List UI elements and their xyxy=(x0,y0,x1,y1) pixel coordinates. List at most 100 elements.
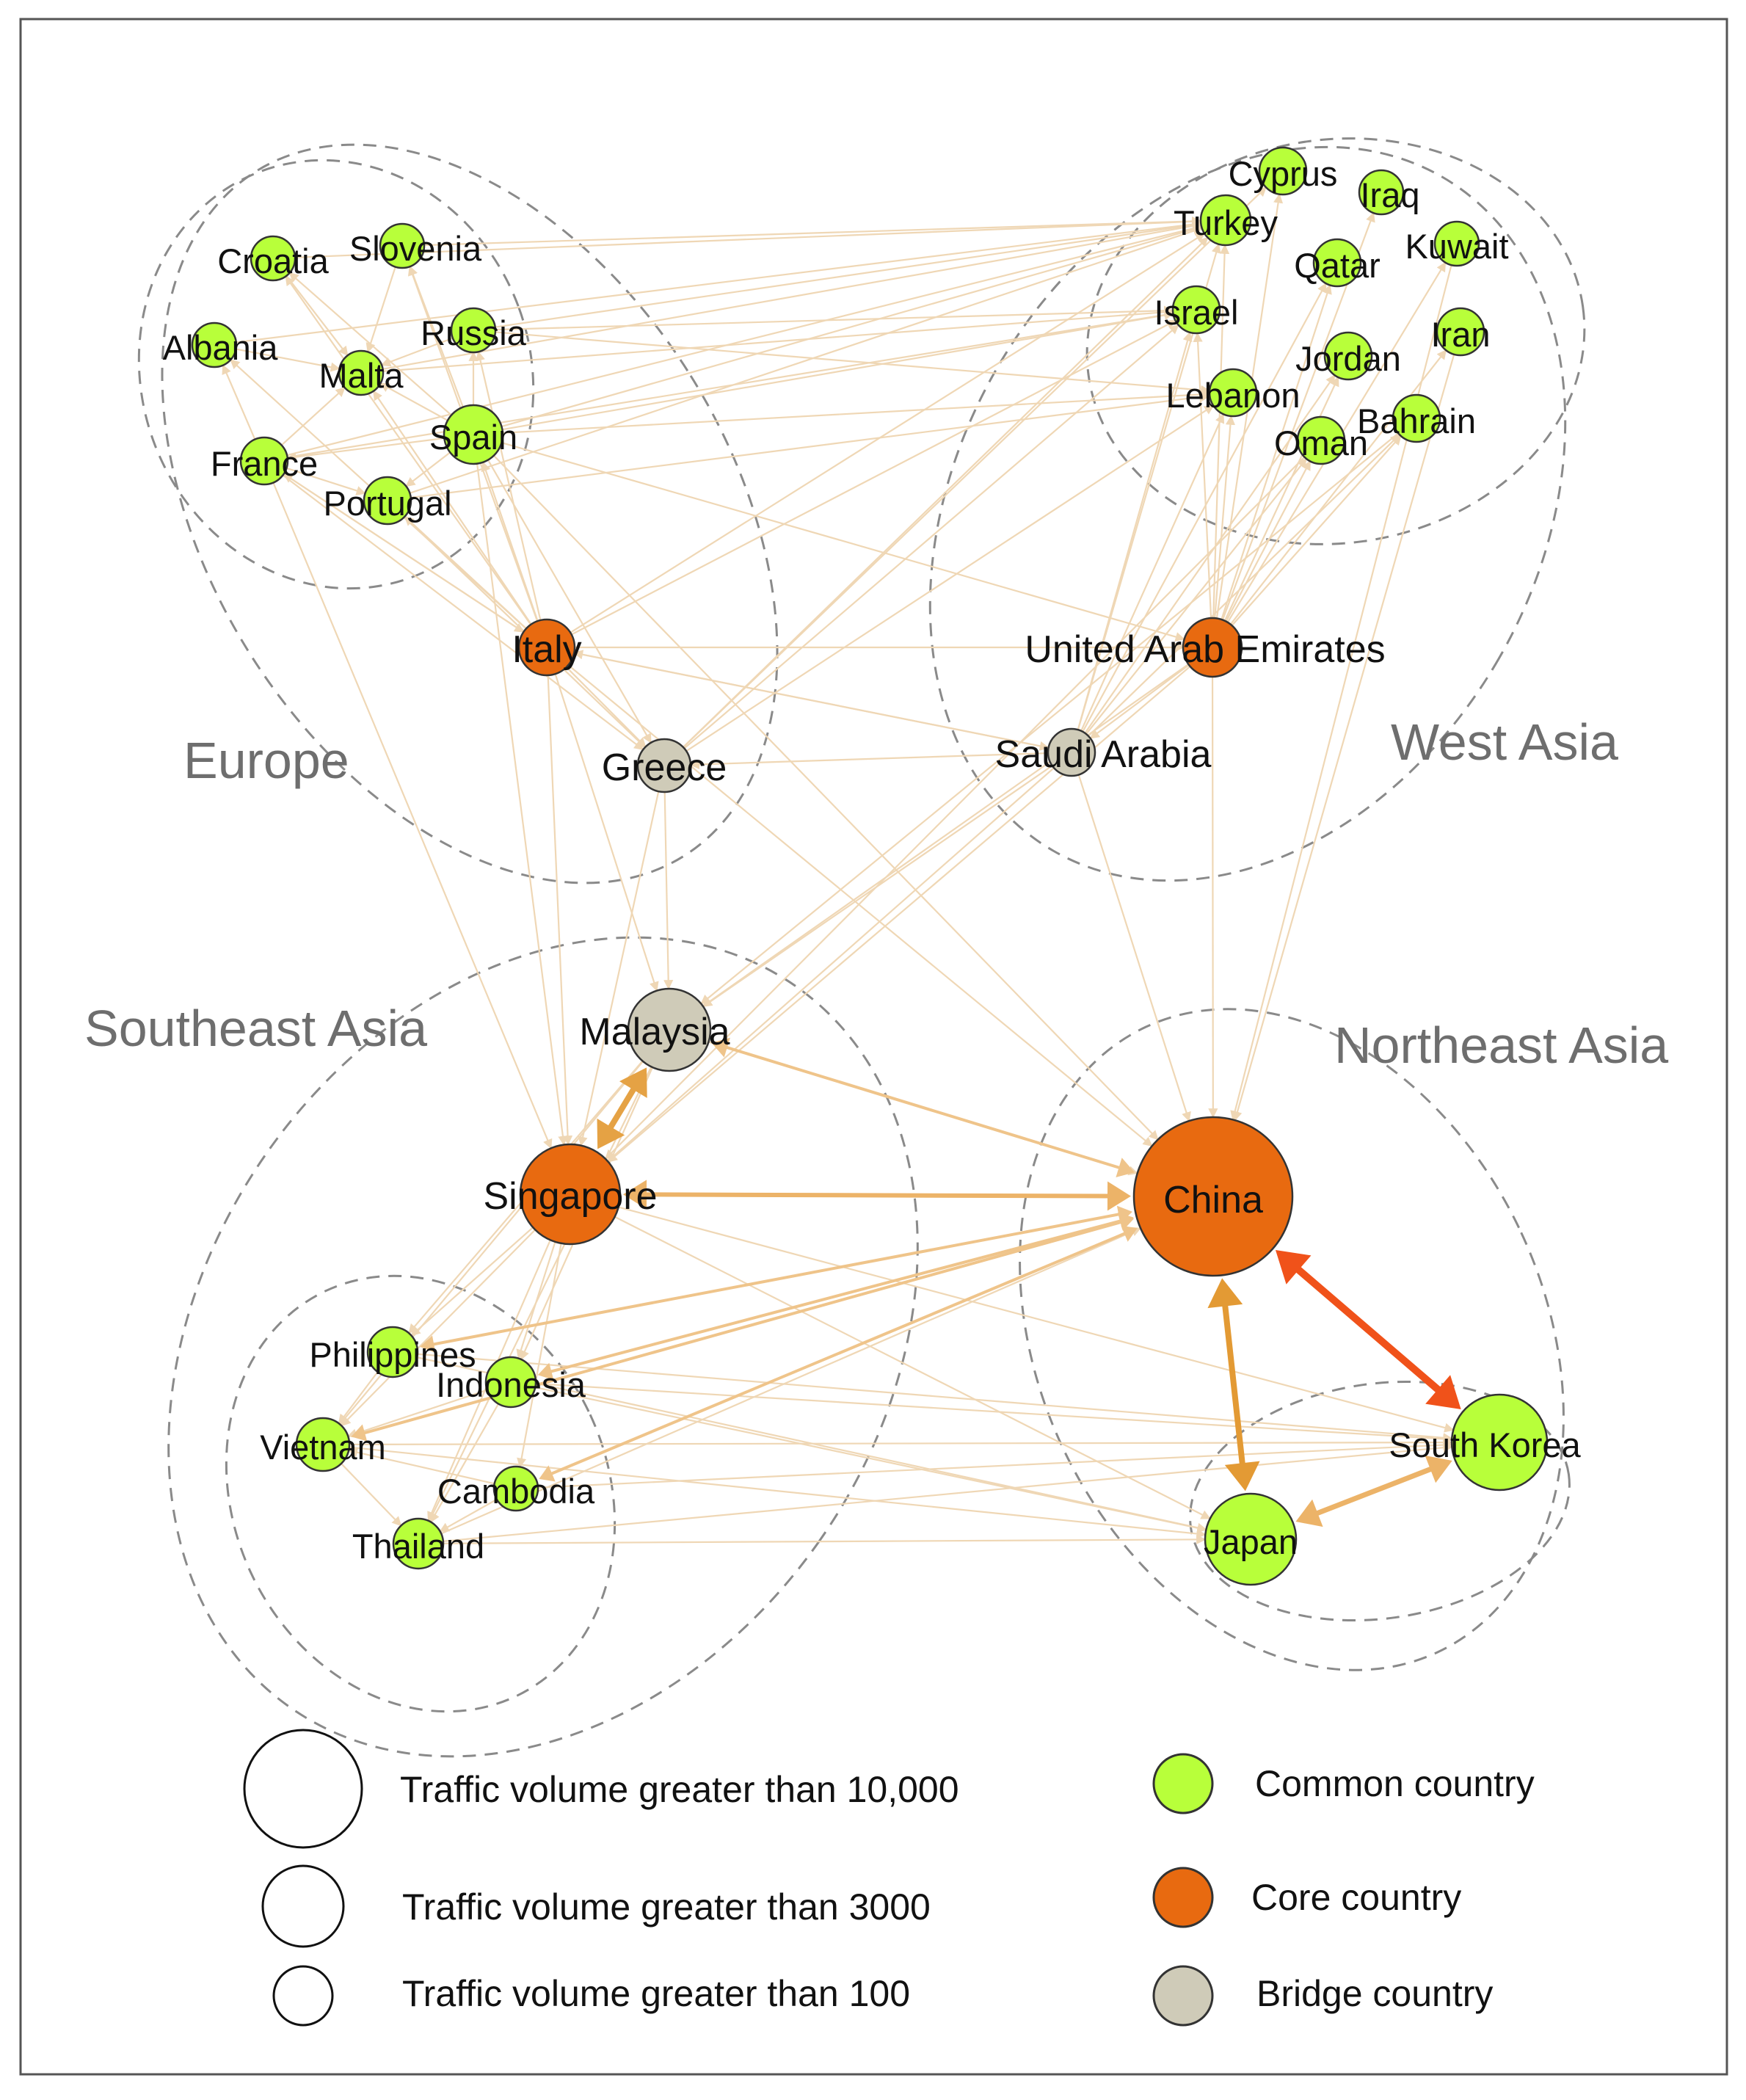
link-italy-singapore xyxy=(547,675,573,1146)
node-spain: Spain xyxy=(429,404,517,465)
node-circle-albania xyxy=(191,321,238,368)
legend-size-large-circle xyxy=(243,1729,363,1849)
node-label-israel: Israel xyxy=(1154,293,1239,332)
link-bahrain-malaysia xyxy=(700,432,1399,1005)
node-thailand: Thailand xyxy=(352,1517,484,1570)
node-label-slovenia: Slovenia xyxy=(349,229,482,268)
node-circle-cambodia xyxy=(492,1465,539,1512)
node-label-russia: Russia xyxy=(421,313,527,352)
node-circle-lebanon xyxy=(1208,368,1258,418)
arrowhead-singapore xyxy=(622,1180,647,1210)
link-indonesia-vietnam xyxy=(346,1389,488,1439)
link-croatia-malta xyxy=(285,275,349,357)
link-russia-malta xyxy=(380,337,454,367)
arrowhead-singapore xyxy=(597,1118,625,1149)
link-france-greece xyxy=(282,474,644,751)
link-albania-turkey xyxy=(236,219,1202,344)
node-circle-japan xyxy=(1204,1492,1298,1586)
link-thailand-china xyxy=(440,1227,1142,1535)
node-label-china: China xyxy=(1163,1179,1263,1221)
major-link-malaysia-china xyxy=(711,1037,1135,1178)
node-lebanon: Lebanon xyxy=(1166,368,1301,418)
node-label-lebanon: Lebanon xyxy=(1166,376,1301,415)
legend-size-small-label: Traffic volume greater than 100 xyxy=(402,1973,910,2014)
link-malta-israel xyxy=(382,307,1174,372)
node-label-spain: Spain xyxy=(429,418,517,457)
link-russia-lebanon xyxy=(495,331,1211,395)
node-portugal: Portugal xyxy=(323,476,452,526)
node-circle-singapore xyxy=(519,1143,622,1246)
arrowhead-malaysia xyxy=(619,1067,647,1098)
major-link-line xyxy=(432,1213,1121,1346)
node-malaysia: Malaysia xyxy=(579,987,730,1072)
node-circle-cyprus xyxy=(1258,146,1308,196)
link-cambodia-thailand xyxy=(439,1498,498,1533)
node-china: China xyxy=(1132,1116,1294,1277)
region-label-europe: Europe xyxy=(183,732,349,789)
node-circle-slovenia xyxy=(379,222,426,269)
major-link-layer xyxy=(351,1037,1461,1527)
node-label-portugal: Portugal xyxy=(323,484,451,523)
arrowhead-japan xyxy=(1295,1499,1323,1527)
link-singapore-cambodia xyxy=(517,1243,562,1468)
link-cambodia-southkorea xyxy=(537,1440,1453,1489)
node-label-albania: Albania xyxy=(163,328,279,367)
node-label-vietnam: Vietnam xyxy=(260,1428,386,1467)
major-link-china-southkorea xyxy=(1275,1249,1461,1410)
link-spain-china xyxy=(493,454,1159,1141)
arrowhead-vietnam xyxy=(351,1424,368,1442)
region-label-southeast-asia: Southeast Asia xyxy=(84,1000,427,1057)
link-spain-portugal xyxy=(405,451,451,487)
node-circle-portugal xyxy=(363,476,412,526)
legend-size-small-circle xyxy=(272,1965,334,2027)
link-slovenia-malta xyxy=(365,266,396,353)
arrowhead-china xyxy=(1116,1158,1135,1178)
link-italy-israel xyxy=(571,319,1176,636)
link-spain-turkey xyxy=(501,225,1203,428)
legend-size-large-label: Traffic volume greater than 10,000 xyxy=(400,1769,959,1810)
node-circle-iran xyxy=(1436,307,1485,357)
node-qatar: Qatar xyxy=(1294,238,1381,288)
node-circle-china xyxy=(1132,1116,1294,1277)
node-israel: Israel xyxy=(1154,285,1239,335)
link-greece-israel xyxy=(683,324,1179,749)
major-link-line xyxy=(1314,1465,1434,1517)
node-label-indonesia: Indonesia xyxy=(436,1365,586,1404)
link-indonesia-japan xyxy=(535,1386,1207,1533)
west-asia-inner-boundary xyxy=(1085,137,1586,545)
node-label-cyprus: Cyprus xyxy=(1229,154,1338,193)
arrowhead-southkorea xyxy=(1425,1456,1452,1483)
link-iran-china xyxy=(1232,354,1455,1122)
major-link-cambodia-china xyxy=(539,1225,1138,1482)
node-circle-bahrain xyxy=(1392,393,1441,443)
link-indonesia-thailand xyxy=(429,1403,500,1523)
link-singapore-vietnam xyxy=(341,1229,536,1427)
link-italy-malta xyxy=(372,390,532,625)
arrowhead-china xyxy=(1107,1181,1132,1211)
node-circle-philippines xyxy=(366,1326,419,1378)
legend-bridge-label: Bridge country xyxy=(1256,1973,1493,2014)
node-label-greece: Greece xyxy=(602,746,727,789)
node-circle-turkey xyxy=(1199,194,1252,247)
node-albania: Albania xyxy=(163,321,279,368)
northeast-asia-outer-boundary xyxy=(1019,1008,1565,1671)
link-greece-singapore xyxy=(578,791,660,1147)
node-russia: Russia xyxy=(421,307,527,354)
link-france-albania xyxy=(222,364,256,440)
node-malta: Malta xyxy=(319,349,404,396)
arrowhead-malaysia xyxy=(711,1037,730,1058)
major-link-line xyxy=(549,1218,1122,1373)
major-link-singapore-china xyxy=(622,1180,1132,1211)
link-uae-oman xyxy=(1225,460,1312,622)
node-label-southkorea: South Korea xyxy=(1389,1425,1581,1464)
link-philippines-southkorea xyxy=(417,1353,1453,1443)
major-link-line xyxy=(643,1192,1111,1199)
node-label-japan: Japan xyxy=(1204,1522,1298,1561)
node-label-kuwait: Kuwait xyxy=(1405,227,1508,266)
node-label-jordan: Jordan xyxy=(1295,339,1401,378)
node-circle-kuwait xyxy=(1433,220,1480,267)
major-link-malaysia-singapore xyxy=(597,1067,647,1149)
link-greece-cyprus xyxy=(683,186,1267,748)
link-italy-malaysia xyxy=(554,673,659,992)
node-circle-spain xyxy=(443,404,504,465)
